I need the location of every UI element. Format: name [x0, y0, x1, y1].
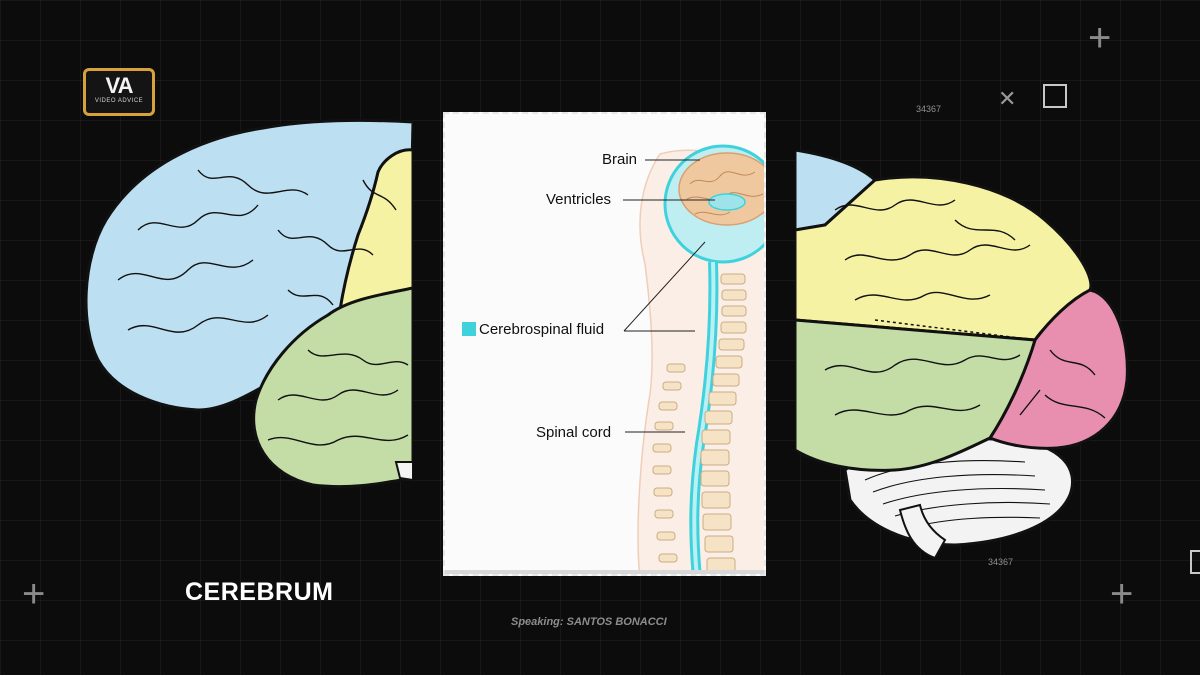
label-brain: Brain [602, 151, 638, 168]
label-ventricles: Ventricles [546, 191, 612, 208]
csf-diagram-panel: Brain Ventricles Cerebrospinal fluid Spi… [443, 112, 766, 576]
parietal-lobe [338, 148, 413, 312]
square-decor-icon [1043, 84, 1067, 108]
decor-number: 34367 [988, 557, 1014, 567]
channel-logo: VA VIDEO ADVICE [83, 68, 155, 116]
brain-left-half [84, 118, 413, 489]
temporal-lobe [795, 318, 1037, 472]
csf-color-swatch [462, 322, 476, 336]
label-csf-text: Cerebrospinal fluid [479, 321, 605, 338]
brain-right-half [795, 150, 1129, 560]
label-csf: Cerebrospinal fluid [462, 321, 604, 338]
plus-decor-icon: + [1110, 572, 1134, 616]
logo-subtitle: VIDEO ADVICE [94, 98, 144, 104]
square-decor-icon [1190, 550, 1200, 574]
plus-decor-icon: + [1088, 16, 1112, 60]
lower-third-caption: CEREBRUM [185, 578, 334, 606]
plus-decor-icon: + [22, 572, 46, 616]
spine-illustration [445, 144, 764, 574]
decor-number: 34367 [916, 104, 942, 114]
temporal-lobe [252, 286, 413, 489]
logo-mark: VA [105, 73, 134, 98]
x-decor-icon: ✕ [998, 86, 1017, 111]
label-spinal-cord: Spinal cord [536, 424, 612, 441]
speaker-credit: Speaking: SANTOS BONACCI [511, 616, 667, 628]
